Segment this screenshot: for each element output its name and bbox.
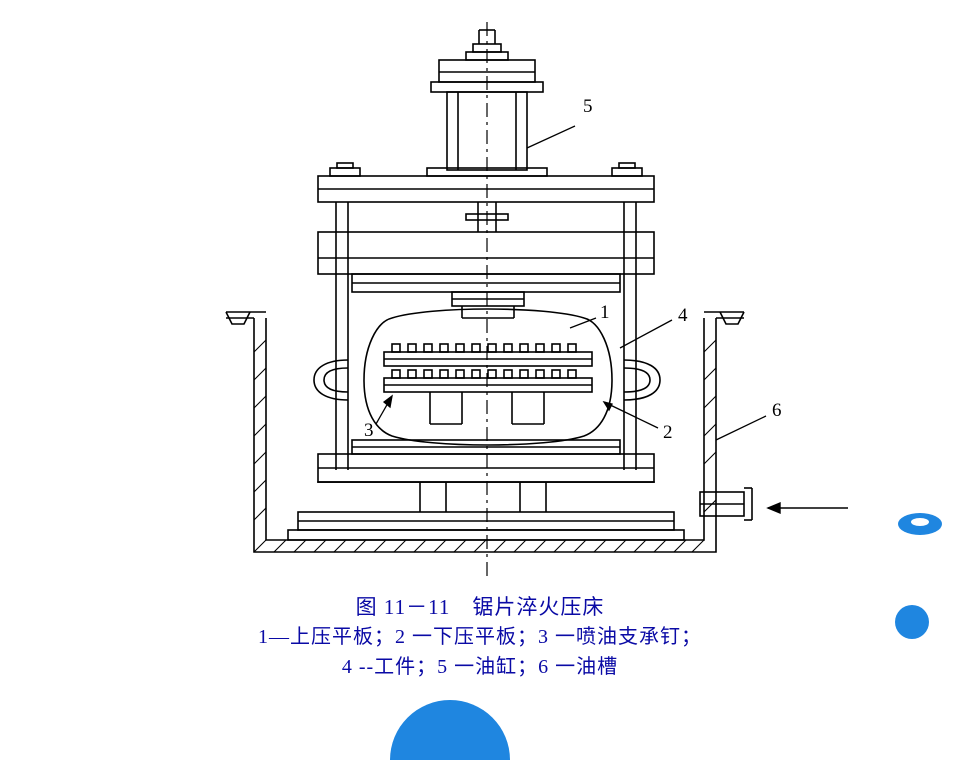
callout-1: 1 xyxy=(600,302,610,324)
flow-arrow xyxy=(768,503,848,513)
lower-platen-teeth xyxy=(392,370,576,378)
slide-canvas: 5 1 4 6 3 2 图 11－11 锯片淬火压床 1—上压平板；2 一下压平… xyxy=(0,0,960,720)
callout-4: 4 xyxy=(678,305,688,327)
figure-legend-line-1: 1—上压平板；2 一下压平板；3 一喷油支承钉； xyxy=(0,622,960,652)
decorative-ellipse-hole xyxy=(911,518,929,526)
decorative-circle xyxy=(895,605,929,639)
callout-2: 2 xyxy=(663,422,673,444)
lower-press-platen xyxy=(384,370,592,392)
drain-outlet xyxy=(700,488,752,520)
top-cross-beam xyxy=(318,163,654,202)
upper-press-platen xyxy=(384,344,592,366)
figure-caption: 图 11－11 锯片淬火压床 1—上压平板；2 一下压平板；3 一喷油支承钉； … xyxy=(0,592,960,682)
callout-3: 3 xyxy=(364,420,374,442)
callout-6: 6 xyxy=(772,400,782,422)
upper-platen-beam xyxy=(318,232,654,292)
upper-platen-teeth xyxy=(392,344,576,352)
figure-legend-line-2: 4 --工件；5 一油缸；6 一油槽 xyxy=(0,652,960,682)
callout-5: 5 xyxy=(583,96,593,118)
figure-title: 图 11－11 锯片淬火压床 xyxy=(0,592,960,622)
upper-ram-head xyxy=(452,292,524,318)
